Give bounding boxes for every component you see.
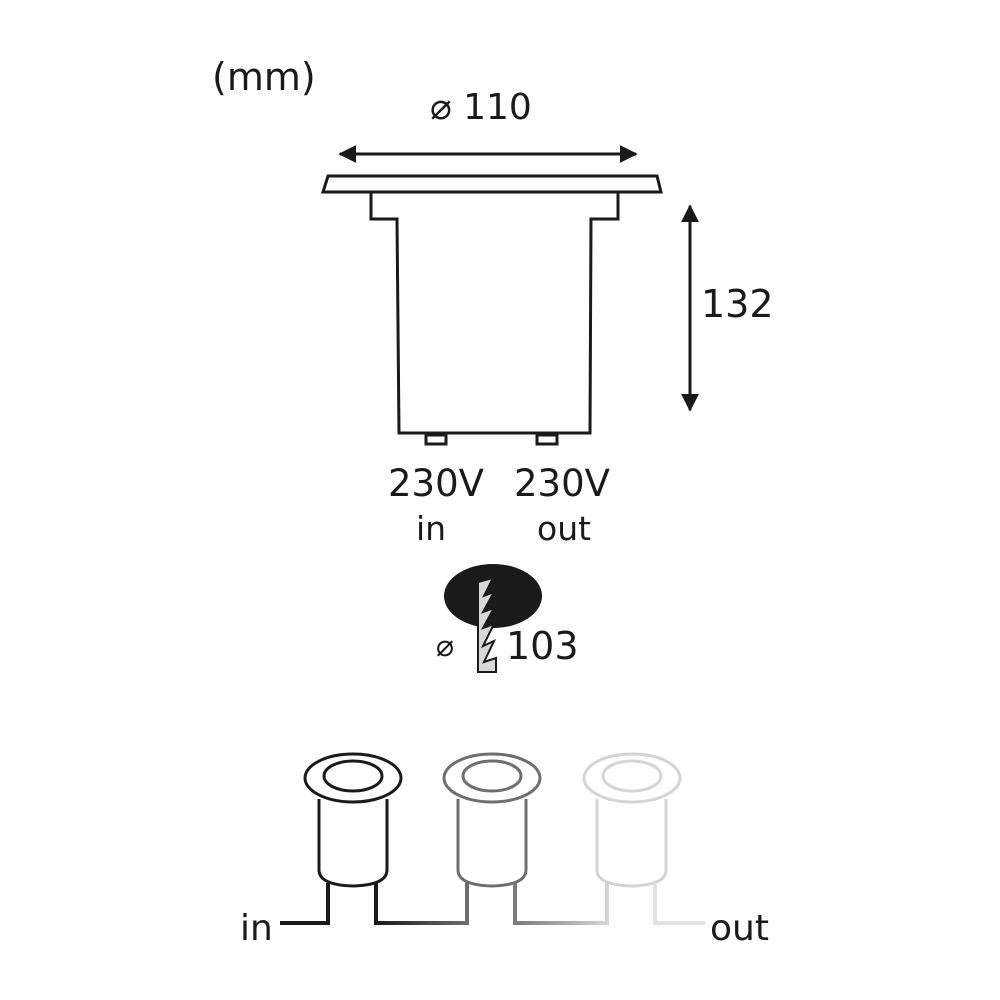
fixture-flange <box>320 174 663 194</box>
wire-1-2 <box>374 883 469 925</box>
light-2-icon <box>442 752 542 888</box>
fixture-body <box>369 193 620 435</box>
connector-in-label: in <box>416 509 447 548</box>
unit-label: (mm) <box>212 55 316 99</box>
fixture-side-view <box>320 174 663 446</box>
wire-in <box>280 883 330 925</box>
light-3-icon <box>582 752 682 888</box>
connector-out-label: out <box>537 509 592 548</box>
connector-out-voltage: 230V <box>514 462 610 505</box>
connector-in-voltage: 230V <box>388 462 484 505</box>
light-1-icon <box>303 752 403 888</box>
cutout-icon <box>444 564 542 673</box>
chain-out-label: out <box>710 908 769 949</box>
connector-in <box>424 433 448 446</box>
chain-in-label: in <box>240 908 273 949</box>
connector-out <box>535 433 559 446</box>
cutout-diameter-label: 103 <box>506 624 579 668</box>
diameter-top-label: ⌀ 110 <box>430 87 532 128</box>
wire-2-3 <box>513 883 609 925</box>
height-label: 132 <box>701 282 774 326</box>
cutout-diameter-symbol: ⌀ <box>436 629 455 664</box>
wiring-chain <box>280 752 705 925</box>
wire-out <box>653 883 705 925</box>
